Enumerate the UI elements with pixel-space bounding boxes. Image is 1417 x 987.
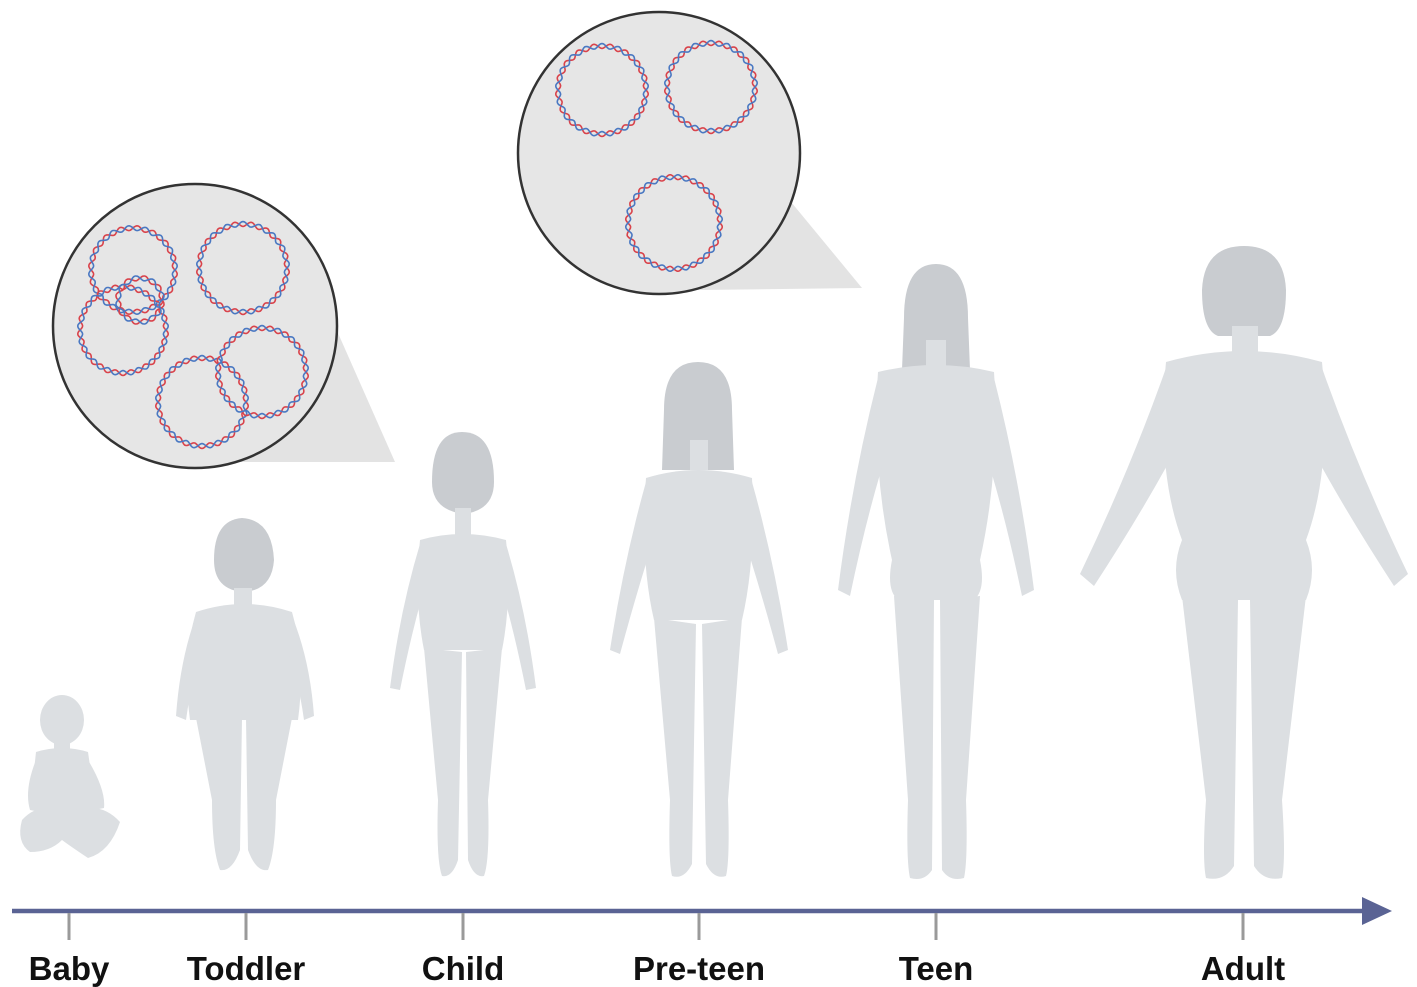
label-toddler: Toddler [187,950,306,987]
callout-bubble [518,12,800,294]
figure-child [390,432,536,876]
timeline-axis: Baby Toddler Child Pre-teen Teen Adult [12,897,1392,987]
figure-pre-teen [610,362,788,877]
figure-teen [838,264,1034,879]
axis-arrowhead [1362,897,1392,925]
label-pre-teen: Pre-teen [633,950,765,987]
label-teen: Teen [899,950,974,987]
dna-callout-late [518,12,862,294]
label-adult: Adult [1201,950,1285,987]
callout-bubble [53,184,337,468]
label-child: Child [422,950,504,987]
figure-adult [1080,246,1408,879]
figure-toddler [176,518,314,870]
dna-callout-early [53,184,395,468]
label-baby: Baby [29,950,110,987]
figure-baby [20,695,120,858]
